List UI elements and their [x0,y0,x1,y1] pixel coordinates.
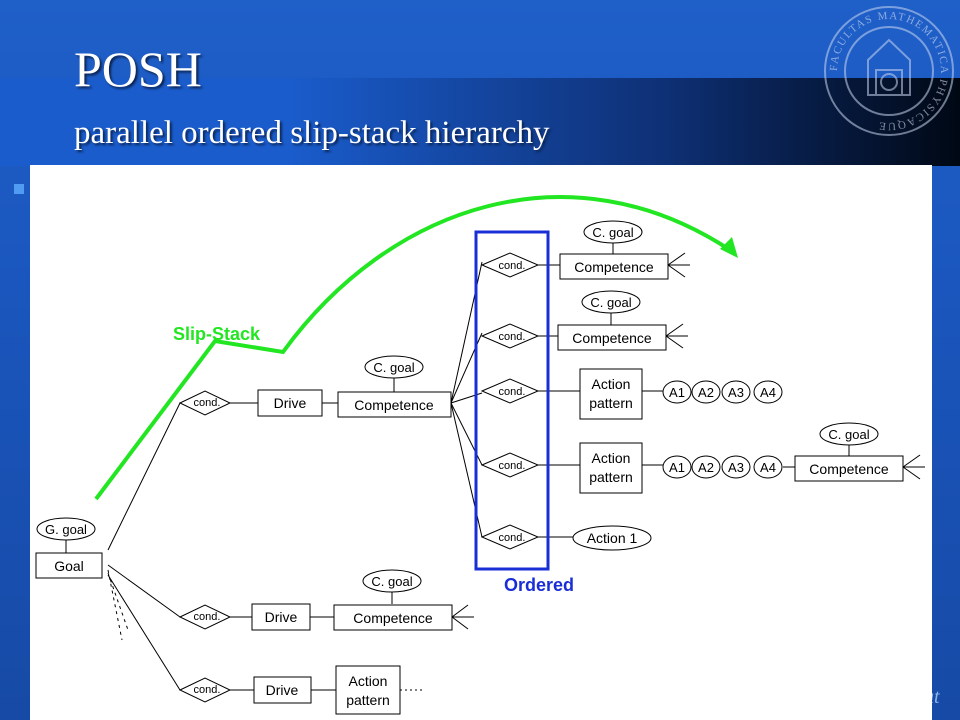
svg-text:Drive: Drive [274,395,307,411]
svg-text:Goal: Goal [54,558,84,574]
svg-text:Drive: Drive [265,609,298,625]
faculty-seal-logo: FACULTAS MATHEMATICA PHYSICAQUE [824,6,954,136]
svg-text:A1: A1 [669,385,685,400]
action-pattern-node: Action pattern [335,665,401,715]
svg-text:Competence: Competence [809,461,889,477]
action-sequence: A1 A2 A3 A4 [662,455,783,479]
svg-text:pattern: pattern [589,469,633,485]
posh-diagram-canvas: Slip-Stack Ordered G. goal Goal cond. Dr… [35,195,925,715]
cond-diamond: cond. [480,524,540,550]
action-sequence: A1 A2 A3 A4 [662,380,783,404]
action-pattern-node: Action pattern [579,442,643,494]
svg-text:cond.: cond. [499,532,526,544]
svg-text:A2: A2 [698,460,714,475]
svg-text:cond.: cond. [194,684,221,696]
g-goal-node: G. goal [36,517,96,541]
ordered-box [474,230,550,571]
cond-diamond: cond. [178,390,232,416]
svg-text:C. goal: C. goal [371,574,412,589]
svg-text:Action: Action [592,376,631,392]
cond-diamond: cond. [480,252,540,278]
svg-text:cond.: cond. [194,611,221,623]
svg-text:Drive: Drive [266,682,299,698]
svg-text:cond.: cond. [499,460,526,472]
svg-text:Competence: Competence [572,330,652,346]
svg-text:C. goal: C. goal [828,427,869,442]
svg-text:A4: A4 [760,385,776,400]
competence-node: Competence [333,604,453,631]
slide-title: POSH [74,41,202,97]
cond-diamond: cond. [178,677,232,703]
svg-text:cond.: cond. [499,260,526,272]
svg-text:Competence: Competence [353,610,433,626]
title-band [0,78,960,166]
competence-node: Competence [559,253,669,280]
svg-text:Action: Action [349,673,388,689]
svg-text:A4: A4 [760,460,776,475]
c-goal-node: C. goal [581,290,641,314]
cond-diamond: cond. [178,604,232,630]
svg-text:C. goal: C. goal [373,360,414,375]
cond-diamond: cond. [480,378,540,404]
drive-node: Drive [251,603,311,631]
svg-text:pattern: pattern [589,395,633,411]
svg-text:A2: A2 [698,385,714,400]
cond-diamond: cond. [480,323,540,349]
c-goal-node: C. goal [362,569,422,593]
slip-stack-arrow [94,195,732,501]
svg-text:cond.: cond. [499,331,526,343]
c-goal-node: C. goal [819,422,879,446]
goal-node: Goal [35,552,103,579]
svg-text:Competence: Competence [574,259,654,275]
svg-text:A3: A3 [728,460,744,475]
svg-text:A3: A3 [728,385,744,400]
c-goal-node: C. goal [583,220,643,244]
competence-node: Competence [557,324,667,351]
competence-node: Competence [794,455,904,482]
svg-text:pattern: pattern [346,692,390,708]
svg-text:cond.: cond. [499,386,526,398]
slip-stack-arrowhead [720,237,738,258]
svg-text:C. goal: C. goal [590,295,631,310]
svg-text:Action: Action [592,450,631,466]
bullet-marker [14,184,24,194]
ordered-label: Ordered [504,575,574,595]
svg-text:Competence: Competence [354,397,434,413]
cond-diamond: cond. [480,452,540,478]
svg-text:Action 1: Action 1 [587,530,638,546]
slide-subtitle: parallel ordered slip-stack hierarchy [74,115,550,151]
competence-node: Competence [337,391,452,418]
action-pattern-node: Action pattern [579,368,643,420]
posh-diagram: Slip-Stack Ordered G. goal Goal cond. Dr… [30,165,932,720]
slip-stack-label: Slip-Stack [173,324,261,344]
svg-text:cond.: cond. [194,397,221,409]
svg-text:A1: A1 [669,460,685,475]
drive-node: Drive [257,389,323,417]
action-1-node: Action 1 [572,525,652,551]
svg-text:G. goal: G. goal [45,522,87,537]
drive-node: Drive [253,676,312,704]
svg-text:C. goal: C. goal [592,225,633,240]
c-goal-node: C. goal [364,355,424,379]
